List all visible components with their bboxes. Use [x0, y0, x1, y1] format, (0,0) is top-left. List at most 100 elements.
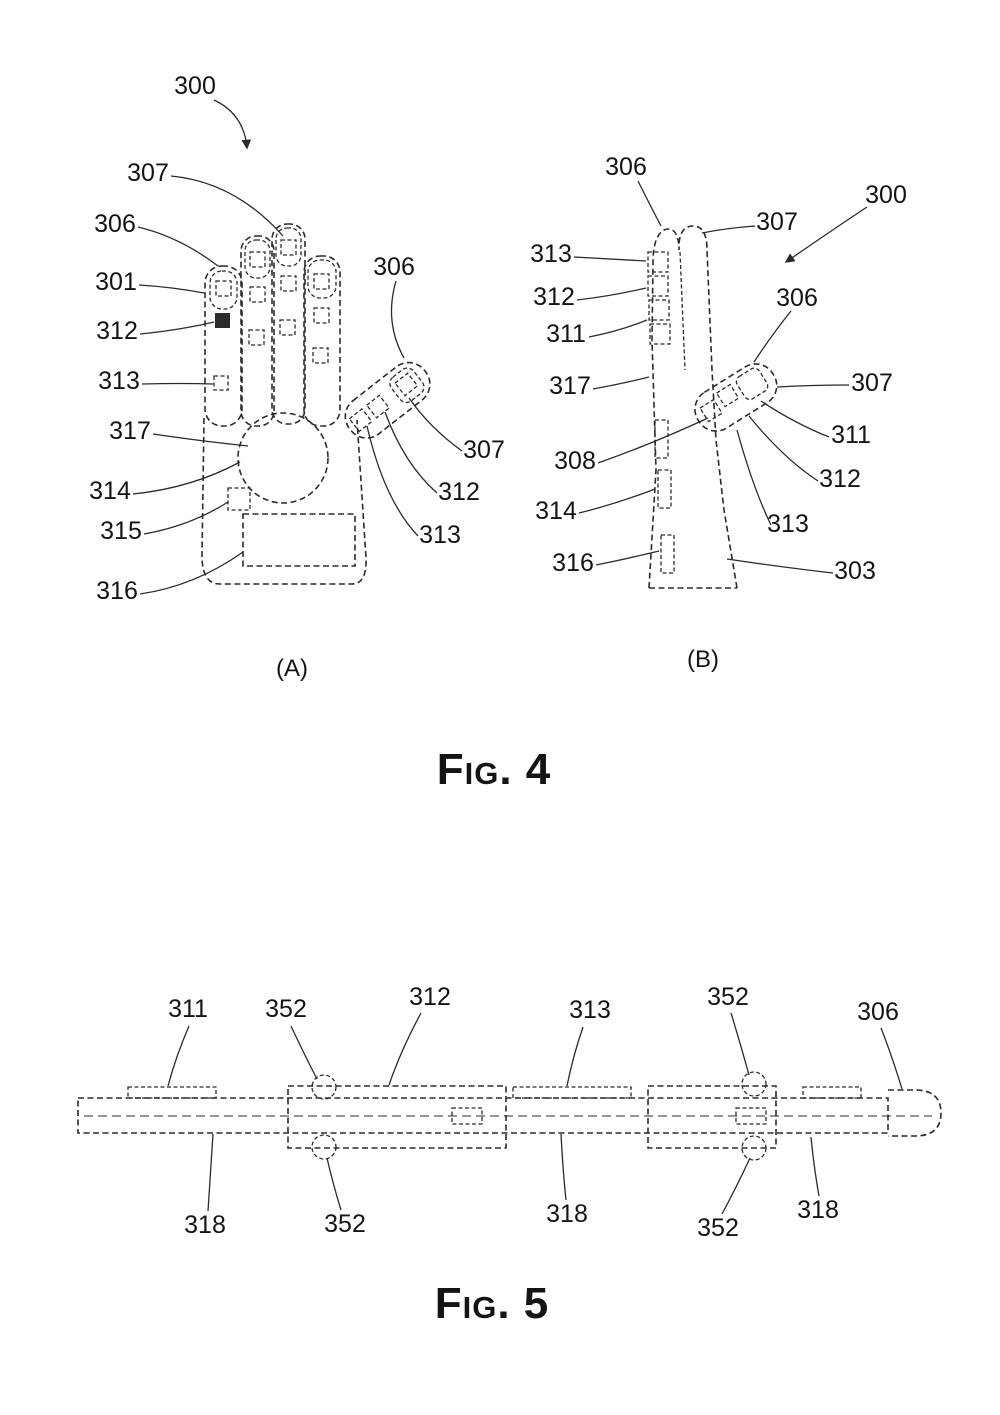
- leader-line-318-right: [810, 1136, 820, 1197]
- callout-311-thumb: 311: [831, 421, 871, 449]
- callout-307: 307: [127, 159, 169, 187]
- callout-313: 313: [530, 240, 572, 268]
- callout-312-thumb: 312: [819, 465, 861, 493]
- sensor-square: [279, 319, 296, 336]
- callout-311: 311: [546, 320, 586, 348]
- sensor-square: [249, 286, 266, 303]
- leader-line-311-thumb: [760, 400, 830, 438]
- fingertip-cap-306: [888, 1089, 942, 1137]
- fig5-leaders: [167, 1012, 903, 1215]
- glove-finger-outline: [271, 223, 306, 425]
- leader-line-314: [132, 461, 241, 495]
- callout-306-tip: 306: [605, 153, 647, 181]
- sensor-square: [648, 299, 670, 321]
- sensor-square: [249, 251, 266, 268]
- block-notch: [735, 1107, 767, 1125]
- sensor-square: [312, 347, 329, 364]
- leader-line-313: [566, 1026, 584, 1087]
- fig4-panel-a-leaders: [132, 99, 463, 595]
- callout-306: 306: [94, 210, 136, 238]
- sensor-square: [647, 251, 669, 273]
- callout-318-mid: 318: [546, 1200, 588, 1228]
- callout-300: 300: [865, 181, 907, 209]
- leader-line-316: [595, 550, 660, 566]
- callout-306-thumb: 306: [373, 253, 415, 281]
- callout-307-thumb: 307: [463, 436, 505, 464]
- leader-line-312: [388, 1012, 422, 1086]
- fig4-caption: Fig. 4: [437, 745, 552, 794]
- glove-thumb-side: [694, 363, 778, 432]
- glove-finger-outline: [240, 235, 275, 427]
- leader-line-352-bottomleft: [326, 1157, 342, 1211]
- block-notch: [451, 1107, 483, 1125]
- leader-line-306: [137, 226, 219, 267]
- back-module: [657, 469, 672, 509]
- fig5-drawing: [77, 1071, 942, 1161]
- callout-313-thumb: 313: [767, 510, 809, 538]
- sensor-square: [649, 323, 671, 345]
- fastener-352: [741, 1135, 767, 1161]
- callout-352-topright: 352: [707, 983, 749, 1011]
- callout-312: 312: [96, 317, 138, 345]
- palm-circle-sensor: [237, 412, 329, 504]
- back-module: [660, 534, 675, 574]
- sensor-square: [213, 375, 229, 391]
- arrow-leader-300: [784, 206, 868, 263]
- sensor-block-312: [287, 1085, 507, 1149]
- fastener-352: [311, 1074, 337, 1100]
- fig4-panel-b-callouts: 306 307 300 313 312 311 306 317 307 311 …: [530, 153, 907, 673]
- callout-316: 316: [552, 549, 594, 577]
- sensor-square: [280, 239, 297, 256]
- callout-300: 300: [174, 72, 216, 100]
- callout-306: 306: [857, 998, 899, 1026]
- leader-line-313: [141, 382, 214, 385]
- fingertip-segment: [275, 227, 302, 267]
- leader-line-312: [576, 287, 647, 301]
- sensor-square: [348, 408, 373, 433]
- fig4-panel-a-callouts: 300 307 306 301 312 313 317 314 315 316 …: [89, 72, 505, 682]
- top-pad-311: [127, 1086, 217, 1099]
- sensor-square: [313, 307, 330, 324]
- leader-line-307-thumb: [408, 397, 463, 452]
- callout-315: 315: [100, 517, 142, 545]
- leader-line-312-thumb: [384, 411, 438, 494]
- callout-313: 313: [569, 996, 611, 1024]
- thumb-outline: [344, 361, 431, 439]
- thumbtip-segment: [389, 367, 425, 404]
- callout-308: 308: [554, 447, 596, 475]
- panel-a-label: (A): [276, 655, 308, 682]
- leader-line-313-thumb: [366, 425, 419, 537]
- callout-316: 316: [96, 577, 138, 605]
- glove-side-outline: [648, 225, 738, 589]
- sensor-square: [715, 383, 740, 408]
- thumbtip-segment: [735, 367, 769, 401]
- leader-line-307: [170, 175, 284, 237]
- leader-line-312: [139, 321, 215, 335]
- fingertip-segment: [244, 239, 271, 279]
- callout-313-thumb: 313: [419, 521, 461, 549]
- callout-352-bottomleft: 352: [324, 1210, 366, 1238]
- back-module: [654, 419, 669, 459]
- callout-312: 312: [409, 983, 451, 1011]
- leader-line-318-left: [207, 1133, 214, 1212]
- callout-318-left: 318: [184, 1211, 226, 1239]
- leader-line-313-thumb: [736, 429, 772, 526]
- callout-312: 312: [533, 283, 575, 311]
- callout-314: 314: [89, 477, 131, 505]
- sensor-square: [248, 329, 265, 346]
- callout-352-topleft: 352: [265, 995, 307, 1023]
- fastener-352: [311, 1134, 337, 1160]
- glove-thumb: [344, 361, 431, 439]
- leader-line-301: [138, 284, 205, 294]
- leader-line-306-tip: [637, 180, 662, 227]
- leader-line-308: [597, 417, 709, 464]
- leader-line-317: [592, 376, 650, 390]
- leader-line-314: [578, 488, 656, 514]
- leader-line-315: [143, 501, 229, 535]
- callout-307-thumb: 307: [851, 369, 893, 397]
- sensor-square: [699, 398, 723, 423]
- thumb-outline: [694, 363, 778, 432]
- top-pad-right: [802, 1086, 862, 1099]
